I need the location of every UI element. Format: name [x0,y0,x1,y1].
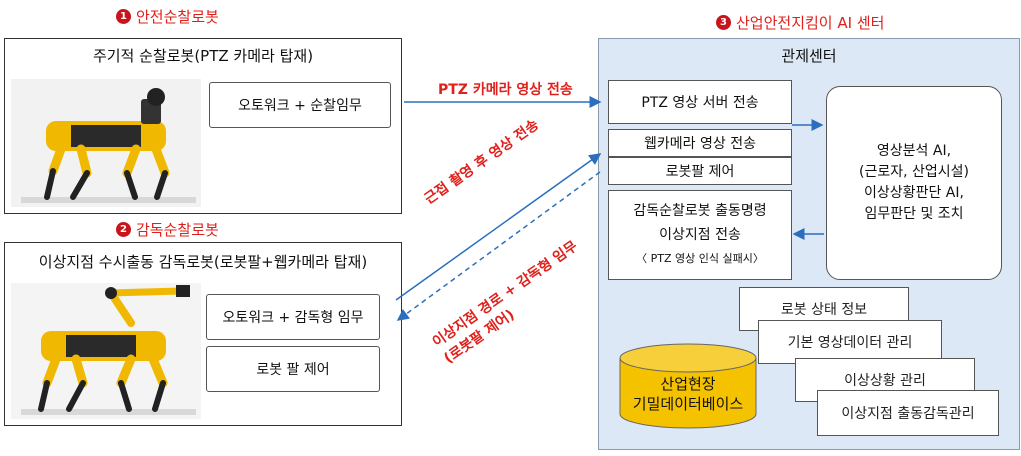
section3-title: 3 산업안전지킴이 AI 센터 [716,12,884,33]
section3-label: 산업안전지킴이 AI 센터 [736,14,885,32]
dispatch-supervision-box: 이상지점 출동감독관리 [817,390,999,436]
robot2-panel-title: 이상지점 수시출동 감독로봇(로봇팔+웹카메라 탑재) [38,253,368,271]
route-line1: 이상지점 경로 + 감독형 임무 [429,238,581,351]
closeup-stream-label: 근접 촬영 후 영상 전송 [421,116,542,208]
ai-line-1: 영상분석 AI, [876,143,952,159]
database-label: 산업현장 기밀데이터베이스 [620,374,756,414]
dispatch-line1: 감독순찰로봇 출동명령 [633,203,767,219]
arm-control-box: 로봇팔 제어 [608,157,792,185]
section1-label: 안전순찰로봇 [136,8,219,26]
dispatch-command-box: 감독순찰로봇 출동명령 이상지점 전송 〈 PTZ 영상 인식 실패시〉 [608,190,792,280]
ptz-stream-label: PTZ 카메라 영상 전송 [438,82,573,98]
ai-line-4: 임무판단 및 조치 [864,206,964,222]
video-data-box: 기본 영상데이터 관리 [758,320,942,364]
dispatch-note: 〈 PTZ 영상 인식 실패시〉 [636,252,764,265]
database-line2: 기밀데이터베이스 [632,395,744,413]
section2-number: 2 [116,222,131,237]
section1-number: 1 [116,9,131,24]
control-center-title: 관제센터 [781,47,837,65]
ai-line-2: (근로자, 산업시설) [859,164,969,180]
arm-control-task-box: 로봇 팔 제어 [206,346,380,392]
section1-title: 1 안전순찰로봇 [116,6,219,27]
section2-title: 2 감독순찰로봇 [116,219,219,240]
ai-analysis-box: 영상분석 AI, (근로자, 산업시설) 이상상황판단 AI, 임무판단 및 조… [826,86,1002,280]
route-command-label: 이상지점 경로 + 감독형 임무 (로봇팔 제어) [428,236,593,368]
section3-number: 3 [716,15,731,30]
dispatch-line2: 이상지점 전송 [659,227,741,243]
ptz-server-box: PTZ 영상 서버 전송 [608,80,792,124]
database-line1: 산업현장 [660,375,716,393]
patrol-task-box: 오토워크 + 순찰임무 [209,82,391,128]
webcam-stream-box: 웹카메라 영상 전송 [608,129,792,157]
supervisor-robot-image [11,283,201,419]
supervision-task-box: 오토워크 + 감독형 임무 [206,294,380,340]
ai-line-3: 이상상황판단 AI, [864,185,964,201]
section2-label: 감독순찰로봇 [136,221,219,239]
patrol-robot-image [11,79,201,207]
robot1-panel-title: 주기적 순찰로봇(PTZ 카메라 탑재) [92,47,314,65]
